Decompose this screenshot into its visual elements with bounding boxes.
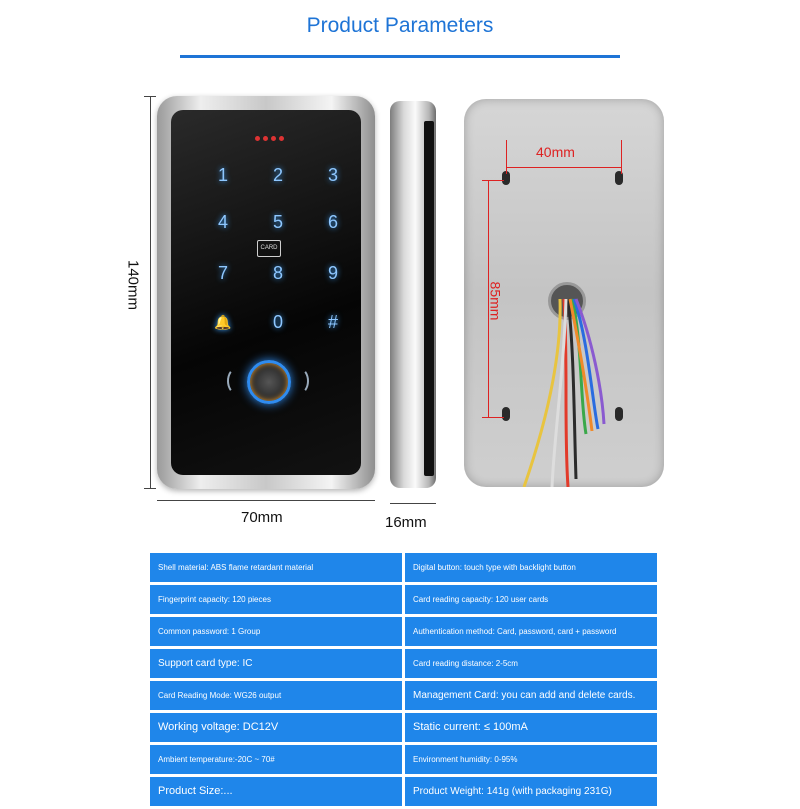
key-9: 9 (327, 263, 338, 283)
spec-cell: Ambient temperature:-20C ~ 70# (150, 745, 405, 774)
spec-cell: Product Size:... (150, 777, 405, 806)
page-title: Product Parameters (306, 14, 494, 37)
height-dimension-tick-top (144, 96, 156, 97)
mount-slot (615, 407, 623, 421)
key-7: 7 (217, 263, 228, 283)
mount-slot (502, 171, 510, 185)
fingerprint-arc-right (291, 368, 309, 394)
bell-icon: 🔔 (214, 314, 232, 330)
spec-cell: Shell material: ABS flame retardant mate… (150, 553, 405, 582)
spec-cell: Fingerprint capacity: 120 pieces (150, 585, 405, 614)
key-8: 8 (272, 263, 283, 283)
wire-bundle (522, 298, 606, 487)
hole-spacing-v-tick-top (482, 180, 504, 181)
key-2: 2 (272, 165, 283, 185)
keypad-back-view (464, 99, 664, 487)
keypad-side-view (390, 101, 436, 488)
key-1: 1 (217, 165, 228, 185)
table-row: Ambient temperature:-20C ~ 70# Environme… (150, 745, 657, 774)
hole-spacing-h-tick-left (506, 140, 507, 174)
fingerprint-arc-left (227, 368, 245, 394)
key-3: 3 (327, 165, 338, 185)
key-5: 5 (272, 212, 283, 232)
hole-spacing-v-line (488, 180, 489, 418)
height-dimension-line (150, 96, 151, 489)
spec-cell: Environment humidity: 0-95% (405, 745, 657, 774)
title-underline (180, 55, 620, 58)
spec-cell: Static current: ≤ 100mA (405, 713, 657, 742)
spec-cell: Product Weight: 141g (with packaging 231… (405, 777, 657, 806)
spec-cell: Card Reading Mode: WG26 output (150, 681, 405, 710)
spec-cell: Authentication method: Card, password, c… (405, 617, 657, 646)
spec-cell: Digital button: touch type with backligh… (405, 553, 657, 582)
keypad-glass-panel: 1 2 3 4 5 6 CARD 7 8 9 🔔 0 # (171, 110, 361, 475)
side-edge (424, 121, 434, 476)
card-icon: CARD (257, 240, 281, 257)
spec-cell: Card reading capacity: 120 user cards (405, 585, 657, 614)
hole-spacing-v-label: 85mm (487, 281, 504, 321)
spec-cell: Support card type: IC (150, 649, 405, 678)
key-6: 6 (327, 212, 338, 232)
height-dimension-tick-bottom (144, 488, 156, 489)
spec-table: Shell material: ABS flame retardant mate… (150, 553, 657, 809)
hole-spacing-h-label: 40mm (536, 144, 575, 160)
spec-cell: Management Card: you can add and delete … (405, 681, 657, 710)
key-0: 0 (272, 312, 283, 332)
fingerprint-sensor-icon (247, 360, 291, 404)
sensor-indicator-dots (255, 128, 295, 141)
height-label: 140mm (124, 259, 142, 311)
hole-spacing-h-tick-right (621, 140, 622, 174)
table-row: Working voltage: DC12V Static current: ≤… (150, 713, 657, 742)
depth-dimension-line (390, 503, 436, 504)
table-row: Card Reading Mode: WG26 output Managemen… (150, 681, 657, 710)
mount-slot (502, 407, 510, 421)
key-4: 4 (217, 212, 228, 232)
depth-label: 16mm (385, 514, 427, 531)
spec-cell: Common password: 1 Group (150, 617, 405, 646)
hole-spacing-v-tick-bottom (482, 417, 504, 418)
keypad-front-view: 1 2 3 4 5 6 CARD 7 8 9 🔔 0 # (157, 96, 375, 489)
spec-cell: Working voltage: DC12V (150, 713, 405, 742)
table-row: Common password: 1 Group Authentication … (150, 617, 657, 646)
mount-slot (615, 171, 623, 185)
key-hash: # (327, 312, 338, 332)
table-row: Fingerprint capacity: 120 pieces Card re… (150, 585, 657, 614)
hole-spacing-h-line (506, 167, 622, 168)
table-row: Product Size:... Product Weight: 141g (w… (150, 777, 657, 806)
width-dimension-line (157, 500, 375, 501)
table-row: Support card type: IC Card reading dista… (150, 649, 657, 678)
width-label: 70mm (241, 509, 283, 526)
spec-cell: Card reading distance: 2-5cm (405, 649, 657, 678)
table-row: Shell material: ABS flame retardant mate… (150, 553, 657, 582)
